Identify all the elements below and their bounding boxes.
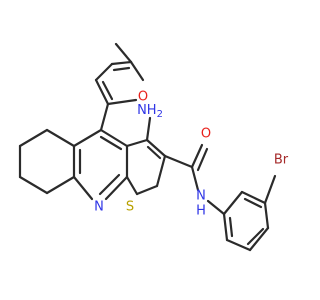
bond: [45, 175, 76, 195]
bond: [104, 175, 129, 201]
amide-hydrogen-label: H: [196, 204, 206, 219]
amino-subscript: 2: [157, 109, 163, 120]
bond: [114, 42, 133, 64]
bromine-label: Br: [274, 153, 289, 168]
bond: [206, 199, 226, 216]
atom-label-layer: O NH2 O N H S N Br: [94, 90, 289, 219]
bond: [112, 66, 131, 72]
bond: [145, 116, 152, 142]
furan-oxygen-label: O: [138, 90, 148, 105]
bond: [72, 128, 103, 148]
bond: [155, 154, 167, 188]
bond: [243, 197, 263, 209]
bond-layer: [18, 42, 277, 252]
bond: [94, 78, 110, 106]
carbonyl-oxygen-label: O: [201, 127, 211, 142]
bond: [129, 60, 145, 82]
bond: [263, 174, 277, 205]
pyridine-nitrogen-label: N: [94, 200, 104, 215]
bond: [135, 184, 159, 196]
bond: [110, 60, 133, 66]
bond: [106, 98, 138, 106]
bond: [146, 145, 162, 160]
amino-group-label: NH2: [137, 103, 163, 121]
bond: [248, 226, 270, 252]
bond: [98, 173, 121, 196]
bond: [196, 147, 209, 172]
bond: [45, 128, 76, 148]
amino-nh-text: NH: [137, 103, 157, 118]
bond: [125, 138, 149, 148]
thiophene-sulfur-label: S: [126, 200, 134, 215]
bond: [263, 201, 270, 230]
bond: [94, 62, 114, 82]
bond: [145, 138, 167, 158]
bond: [125, 175, 139, 196]
bond: [190, 165, 200, 192]
bond: [222, 212, 229, 242]
bond: [163, 154, 194, 169]
bond: [99, 102, 110, 132]
bond: [228, 216, 234, 238]
bond: [222, 190, 244, 216]
bond: [99, 135, 123, 151]
bond: [240, 190, 267, 205]
molecule-structure: O NH2 O N H S N Br: [18, 42, 289, 252]
bond: [18, 175, 49, 195]
bond: [190, 143, 204, 169]
bond: [101, 80, 114, 101]
bond: [225, 238, 252, 252]
bond: [72, 175, 94, 201]
bond: [99, 128, 129, 148]
amide-nitrogen-label: N: [196, 189, 206, 204]
bond: [18, 128, 49, 148]
bond: [246, 227, 265, 246]
